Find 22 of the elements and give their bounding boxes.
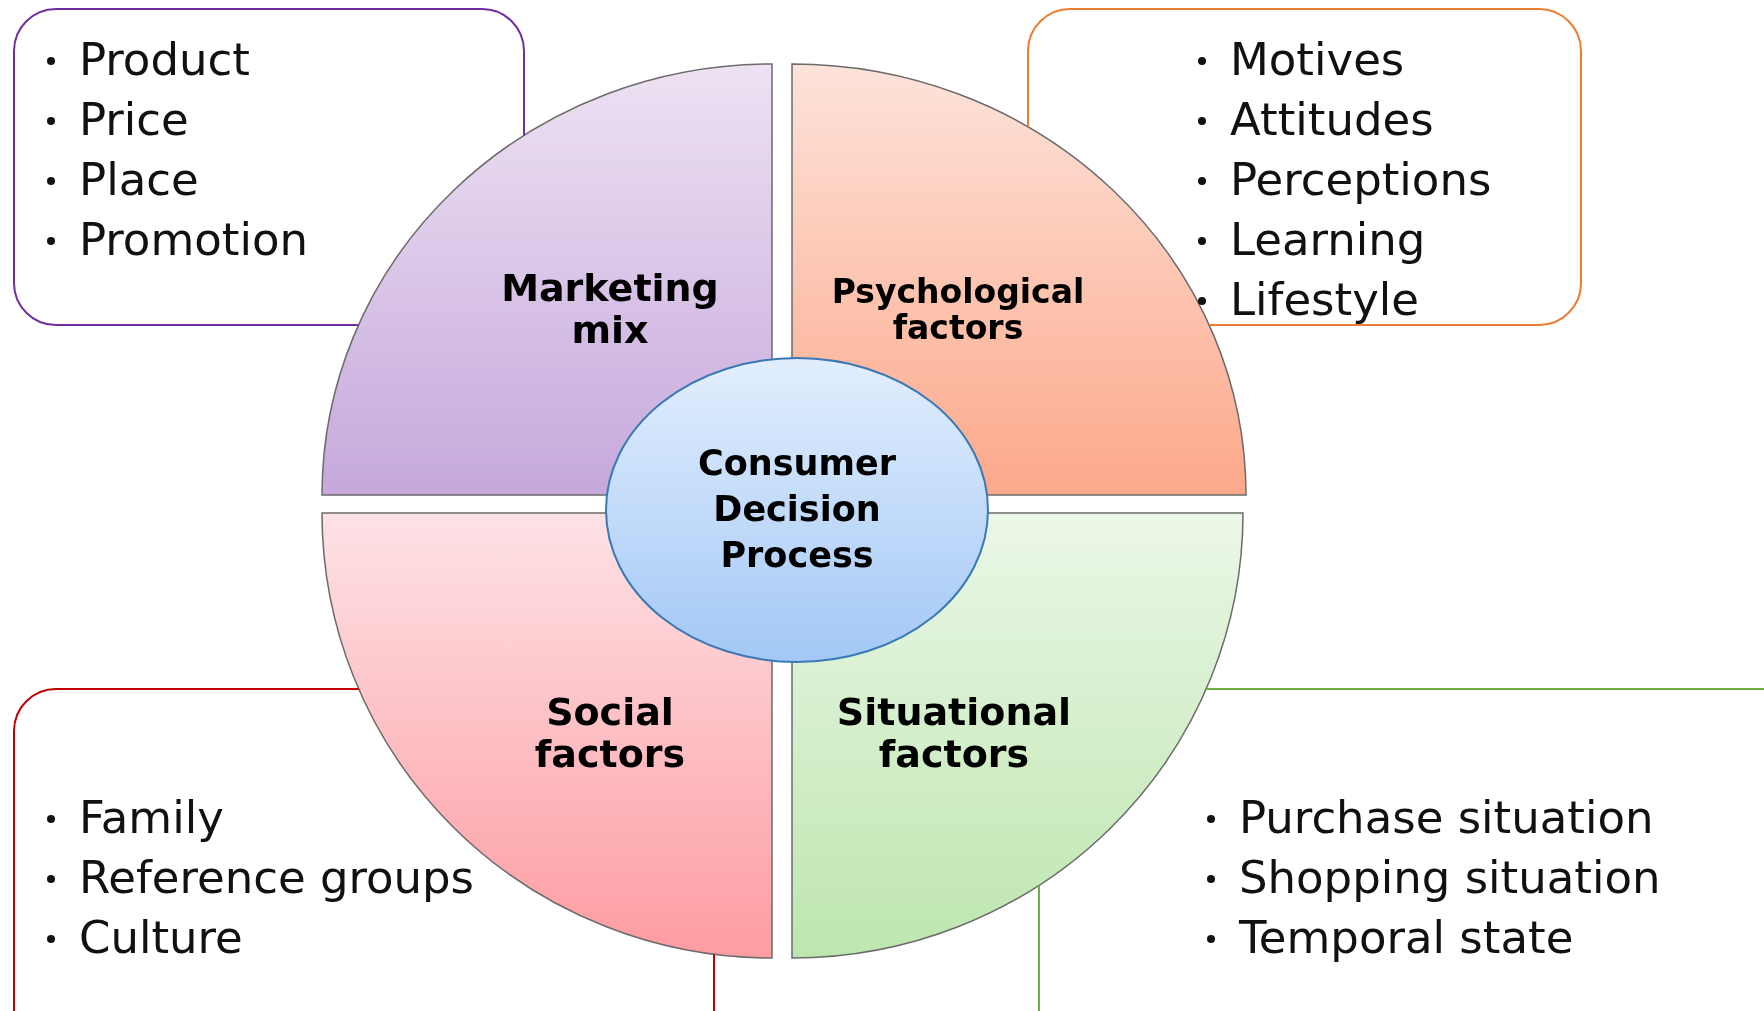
bullet-item: Price (43, 90, 308, 150)
bullet-item: Shopping situation (1203, 848, 1661, 908)
segment-label: Social factors (533, 692, 687, 776)
bullet-item: Purchase situation (1203, 788, 1661, 848)
bullet-item: Attitudes (1194, 90, 1492, 150)
bullet-item: Motives (1194, 30, 1492, 90)
bullet-item: Product (43, 30, 308, 90)
center-ellipse (605, 357, 989, 663)
segment-label: Situational factors (835, 692, 1073, 776)
bullet-item: Place (43, 150, 308, 210)
bullet-item: Promotion (43, 210, 308, 270)
bullet-item: Lifestyle (1194, 270, 1492, 330)
rounded-text-box (13, 688, 715, 1011)
center-label: Consumer Decision Process (697, 442, 897, 577)
bullet-item: Reference groups (43, 848, 475, 908)
bullet-item: Culture (43, 908, 475, 968)
segment-label: Psychological factors (830, 274, 1086, 347)
bullet-item: Perceptions (1194, 150, 1492, 210)
segment-label: Marketing mix (500, 268, 720, 352)
bullet-item: Temporal state (1203, 908, 1661, 968)
bullet-item: Family (43, 788, 475, 848)
bullet-item: Learning (1194, 210, 1492, 270)
